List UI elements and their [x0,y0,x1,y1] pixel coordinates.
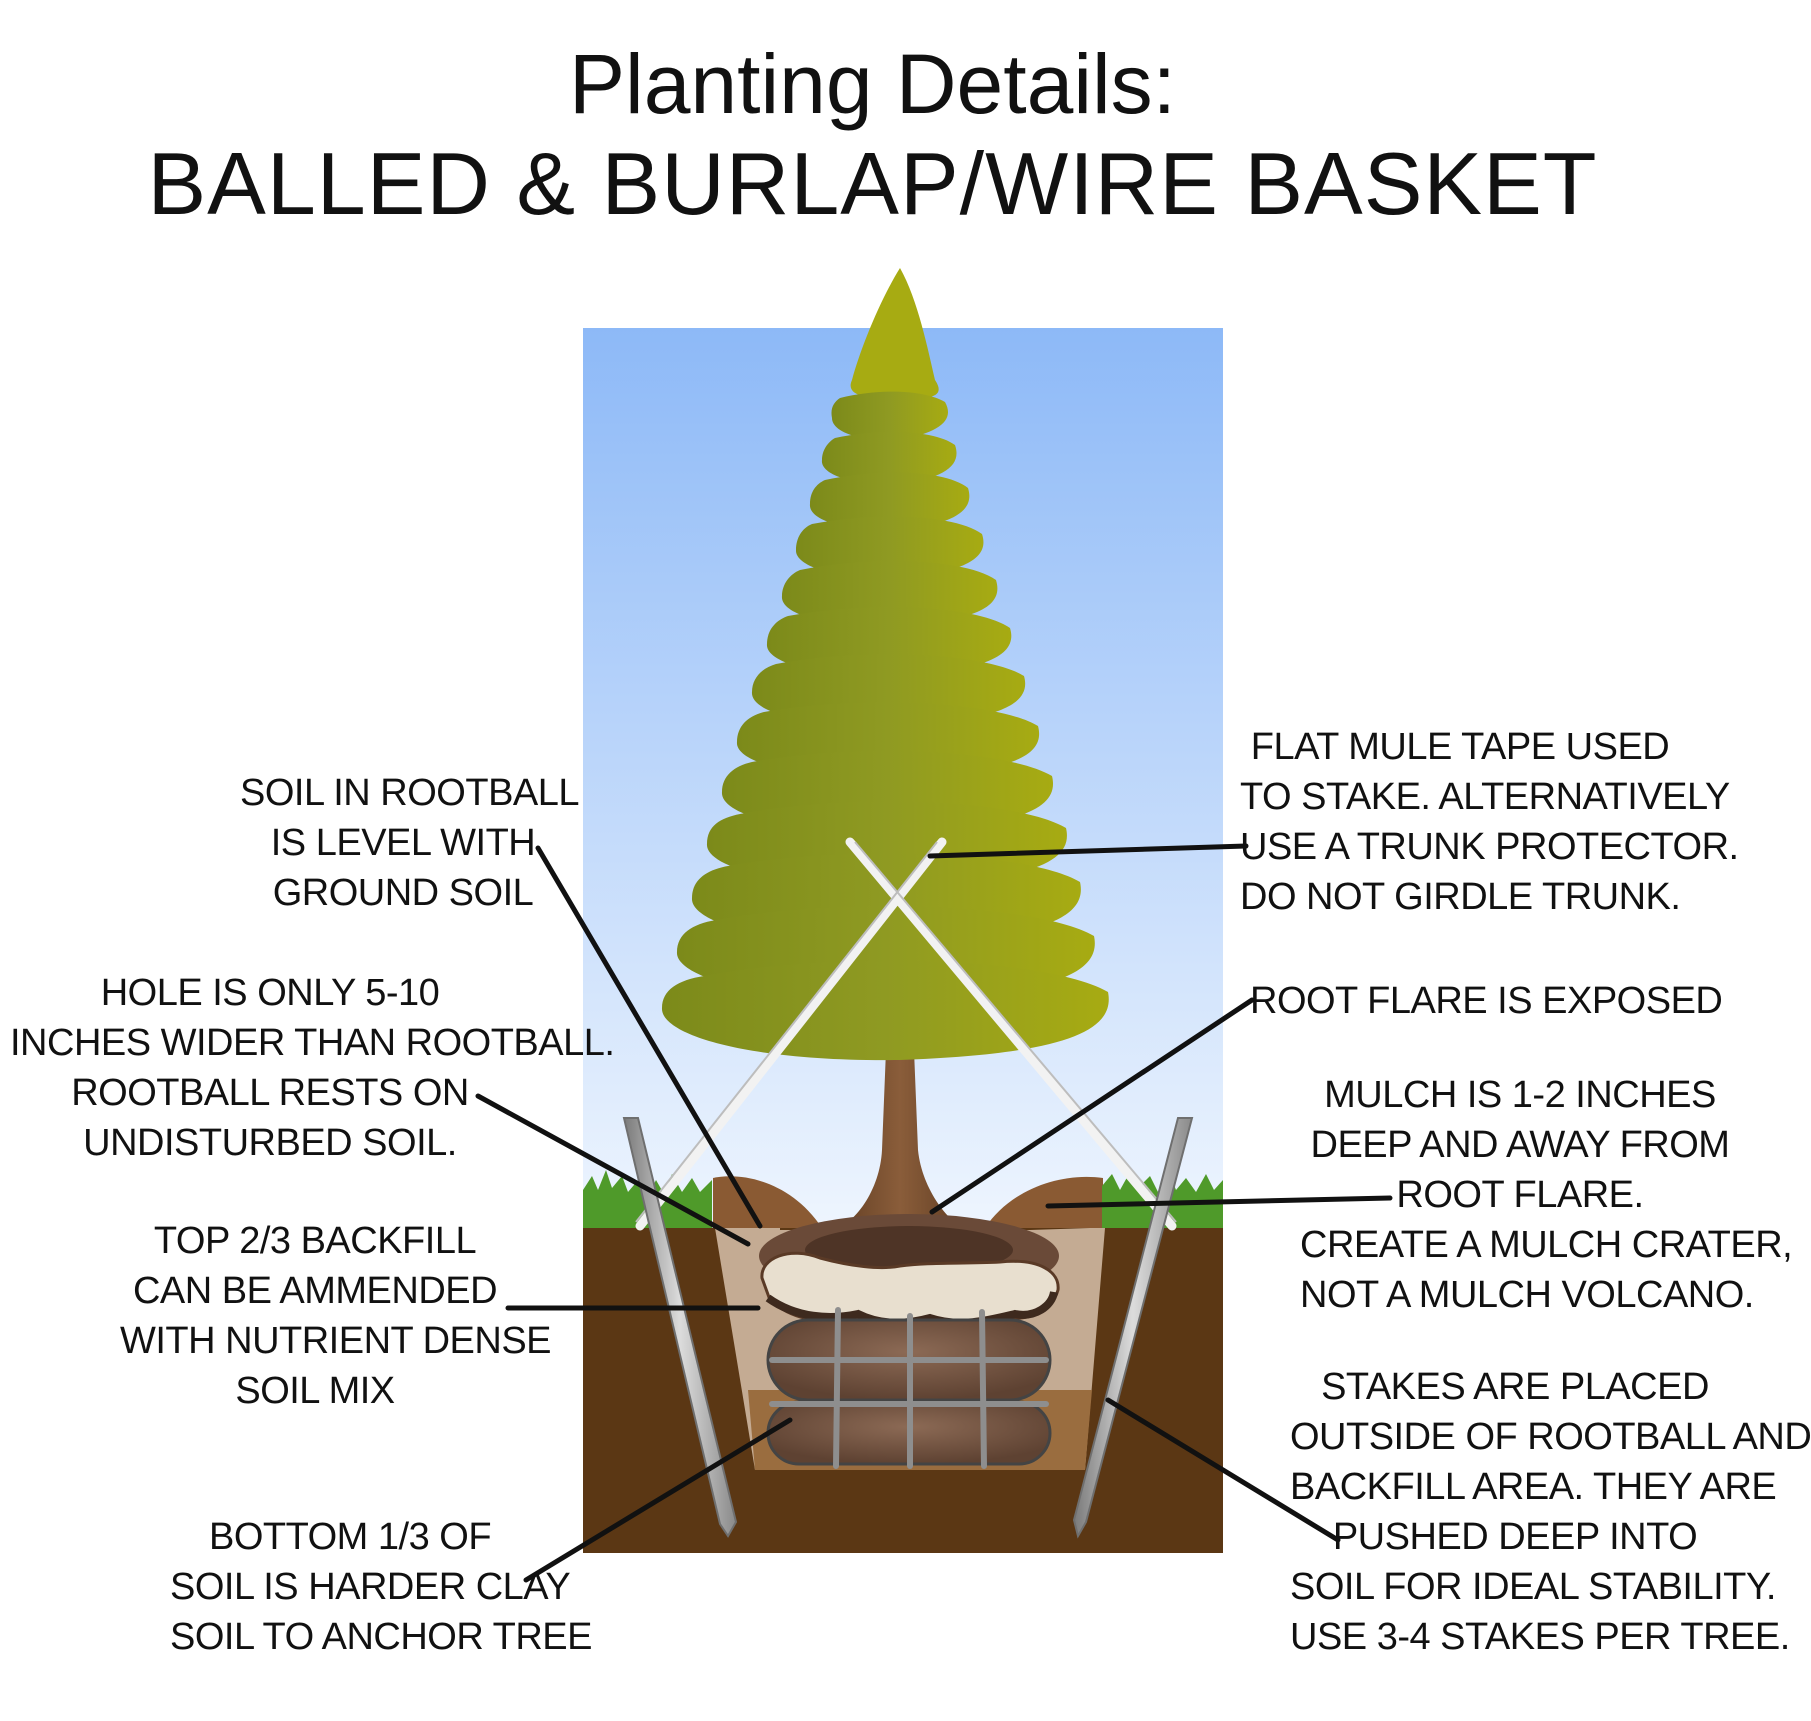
leader-lines [475,843,1393,1583]
leader-stakes [1105,1397,1341,1543]
rootball-wire-basket [759,1214,1060,1469]
label-root-flare: ROOT FLARE IS EXPOSED [1250,980,1723,1022]
label-bottom-soil: BOTTOM 1/3 OF SOIL IS HARDER CLAY SOIL T… [170,1516,593,1658]
page-title: Planting Details: [569,37,1176,131]
leader-soil-level [535,845,763,1229]
tree-trunk [830,1050,970,1232]
label-hole-width: HOLE IS ONLY 5-10 INCHES WIDER THAN ROOT… [10,972,615,1164]
label-top-backfill: TOP 2/3 BACKFILL CAN BE AMMENDED WITH NU… [120,1220,552,1412]
mule-tape-straps [635,837,1177,1231]
stake-left [622,1117,738,1538]
leader-bottom-soil [523,1417,793,1583]
tree-foliage [661,268,1109,1061]
mulch-mound-right [985,1176,1103,1228]
leader-mule-tape [927,843,1249,859]
label-mule-tape: FLAT MULE TAPE USED TO STAKE. ALTERNATIV… [1240,726,1739,918]
planting-diagram [475,268,1393,1583]
label-stakes: STAKES ARE PLACED OUTSIDE OF ROOTBALL AN… [1290,1366,1811,1658]
leader-mulch [1045,1195,1393,1209]
stake-right [1072,1117,1194,1539]
page-subtitle: BALLED & BURLAP/WIRE BASKET [147,134,1598,233]
label-mulch: MULCH IS 1-2 INCHES DEEP AND AWAY FROM R… [1300,1074,1793,1316]
label-soil-level: SOIL IN ROOTBALL IS LEVEL WITH GROUND SO… [240,772,580,914]
leader-hole-width [475,1093,751,1247]
leader-root-flare [929,997,1255,1215]
